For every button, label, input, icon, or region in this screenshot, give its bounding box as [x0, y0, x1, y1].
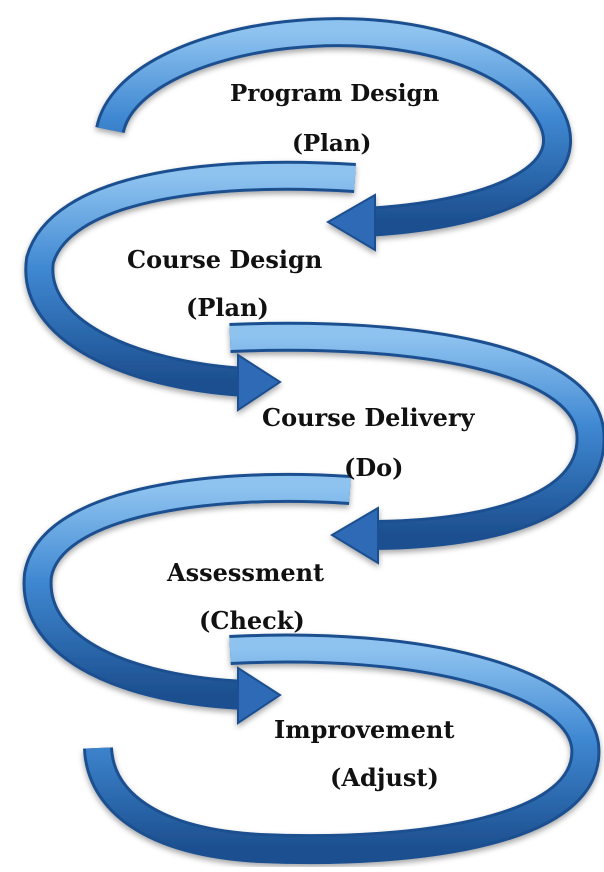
stage-1-name: Program Design — [230, 80, 440, 107]
stage-1-phase: (Plan) — [292, 130, 372, 157]
arrowhead-4 — [237, 666, 282, 725]
stage-5-phase: (Adjust) — [330, 763, 439, 792]
spiral-loop-3 — [229, 321, 604, 565]
spiral-loop-5 — [83, 633, 601, 865]
stage-4-name: Assessment — [167, 558, 325, 587]
stage-4-phase: (Check) — [199, 606, 305, 635]
arrowhead-3 — [330, 506, 379, 565]
spiral-loop-4 — [22, 472, 351, 725]
spiral-loop-1 — [95, 17, 572, 252]
stage-5-name: Improvement — [274, 715, 455, 744]
stage-2-name: Course Design — [127, 245, 323, 274]
spiral-loop-2 — [24, 160, 356, 412]
arrowhead-1 — [326, 193, 376, 252]
stage-2-phase: (Plan) — [186, 293, 269, 322]
arrowhead-2 — [237, 353, 282, 412]
stage-3-phase: (Do) — [344, 453, 404, 482]
stage-3-name: Course Delivery — [262, 403, 475, 432]
